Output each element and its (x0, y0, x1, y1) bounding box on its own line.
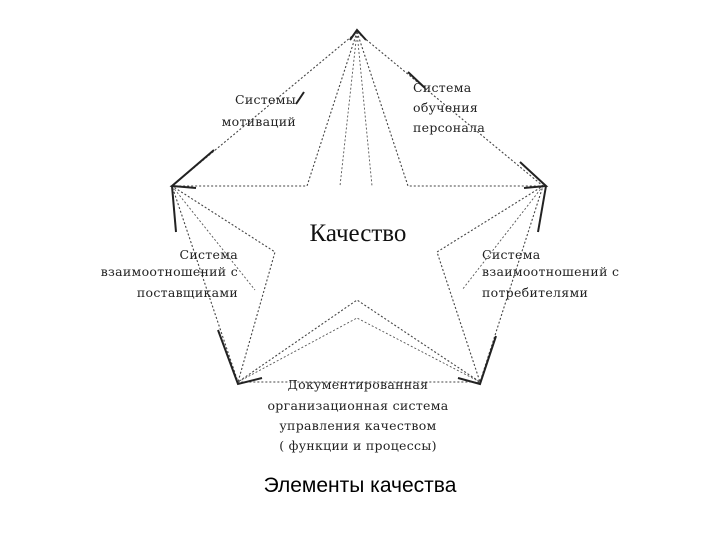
label-suppliers-line-1: Система (180, 247, 239, 262)
label-training-line-3: персонала (413, 120, 485, 135)
label-documented-line-2: организационная система (267, 398, 448, 413)
top-vertex-accent (349, 28, 367, 41)
outer-pentagon (171, 31, 544, 383)
right-side-accent (537, 185, 547, 233)
upper-right-accent (519, 161, 549, 189)
label-consumers-line-1: Система (482, 247, 541, 262)
label-documented-line-4: ( функции и процессы) (279, 438, 437, 453)
lower-left-accent (217, 329, 263, 386)
left-side-accent (171, 185, 177, 233)
label-training-line-1: Система (413, 80, 472, 95)
label-documented-line-3: управления качеством (279, 418, 436, 433)
label-consumers-line-3: потребителями (482, 285, 588, 300)
upper-right-edge-accent (407, 71, 426, 89)
label-suppliers-line-3: поставщиками (137, 285, 238, 300)
label-suppliers-line-2: взаимоотношений с (101, 264, 238, 279)
inner-dashed-edges (171, 31, 544, 383)
upper-left-edge-accent (295, 91, 305, 105)
label-consumers-line-2: взаимоотношений с (482, 264, 619, 279)
star-outline (170, 30, 545, 384)
diagram-caption: Элементы качества (263, 474, 457, 497)
label-documented-line-1: Документированная (288, 377, 429, 392)
label-motivation-line-2: мотиваций (222, 114, 296, 129)
lower-right-accent (457, 335, 497, 386)
vertex-accents (169, 28, 549, 386)
label-motivation-line-1: Системы (235, 92, 296, 107)
center-label-quality: Качество (310, 220, 407, 247)
upper-left-accent (169, 149, 215, 189)
label-training-line-2: обучения (413, 100, 478, 115)
